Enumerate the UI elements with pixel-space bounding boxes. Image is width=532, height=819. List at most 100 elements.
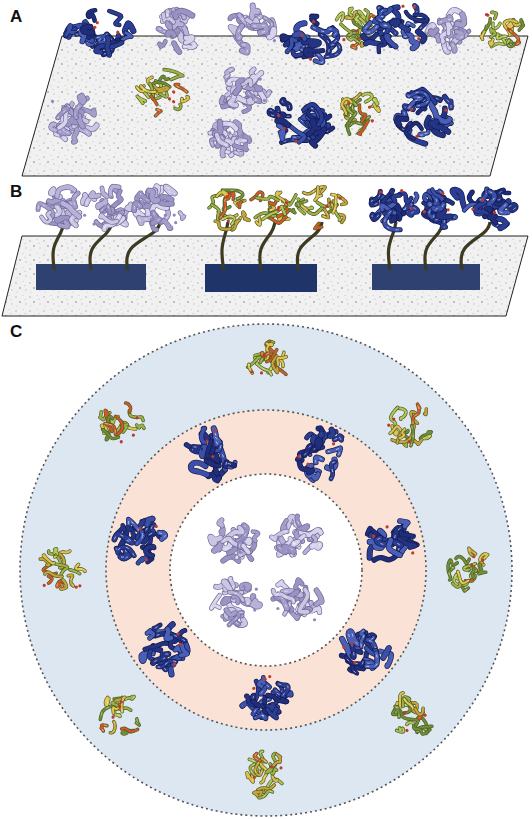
ribbon-outline (239, 43, 250, 54)
ribbon (279, 547, 294, 552)
ribbon (139, 546, 154, 563)
ribbon-outline (229, 612, 243, 625)
ribbon (292, 51, 301, 56)
residue-dot (96, 21, 99, 24)
ribbon-outline (405, 404, 425, 424)
ribbon (453, 190, 465, 208)
ribbon (312, 544, 320, 547)
residue-dot (173, 213, 176, 216)
ribbon-outline (408, 92, 429, 106)
ribbon-outline (174, 84, 188, 92)
ribbon (91, 193, 99, 196)
residue-dot (285, 201, 288, 204)
residue-dot (470, 564, 473, 567)
ribbon-outline (158, 28, 167, 32)
ribbon-outline (106, 722, 118, 734)
navy-protein (330, 621, 397, 686)
residue-dot (238, 551, 241, 554)
green-protein (380, 690, 437, 747)
ribbon-outline (276, 192, 286, 204)
ribbon-outline (41, 212, 50, 222)
ribbon-outline (385, 211, 401, 230)
ribbon-outline (296, 580, 302, 591)
residue-dot (295, 139, 298, 142)
ribbon (225, 69, 234, 77)
residue-dot (262, 354, 265, 357)
ribbon (329, 430, 334, 437)
ribbon (184, 35, 193, 44)
ribbon (332, 195, 336, 213)
ribbon-outline (277, 125, 283, 139)
ribbon (387, 539, 400, 557)
residue-dot (331, 442, 335, 446)
ribbon-outline (268, 709, 277, 718)
ribbon (180, 213, 184, 219)
ribbon-outline (431, 122, 448, 132)
ribbon (440, 22, 453, 41)
ribbon (354, 630, 369, 646)
ribbon-highlight (402, 699, 414, 711)
ribbon-outline (407, 33, 418, 49)
ribbon-highlight (314, 457, 322, 465)
ribbon (221, 528, 223, 534)
ribbon (231, 193, 234, 199)
ribbon-outline (341, 24, 352, 35)
ribbon-outline (256, 217, 260, 225)
ribbon (88, 10, 95, 20)
ribbon-outline (149, 96, 158, 104)
residue-dot (338, 197, 341, 200)
ribbon-outline (406, 123, 422, 139)
ribbon (134, 203, 140, 210)
linker-stem (425, 222, 443, 270)
ribbon-outline (341, 98, 353, 115)
ribbon-outline (273, 590, 293, 602)
ribbon-highlight (229, 592, 243, 600)
ribbon (149, 191, 158, 201)
ribbon-outline (162, 629, 173, 640)
ribbon (232, 220, 239, 229)
ribbon (363, 93, 373, 102)
ribbon (256, 196, 278, 200)
ribbon-highlight (149, 524, 155, 535)
ribbon-outline (217, 191, 228, 197)
ribbon-outline (352, 44, 358, 48)
residue-dot (471, 207, 474, 210)
residue-dot (245, 24, 249, 28)
ribbon (122, 33, 131, 40)
ribbon (268, 709, 277, 718)
ribbon-outline (257, 363, 272, 374)
residue-dot (425, 31, 429, 35)
ribbon (215, 135, 228, 147)
green-protein (251, 192, 296, 225)
residue-dot (92, 222, 95, 225)
navy-protein (66, 10, 133, 55)
residue-dot (235, 136, 240, 141)
ribbon-outline (354, 630, 369, 646)
residue-dot (444, 109, 447, 112)
ribbon-outline (304, 187, 326, 194)
ribbon (268, 110, 289, 118)
ribbon (312, 26, 336, 35)
ribbon-highlight (220, 195, 229, 218)
ribbon (387, 407, 406, 426)
residue-dot (472, 555, 475, 558)
ribbon (414, 436, 423, 445)
residue-dot (415, 135, 418, 138)
ribbon-outline (382, 648, 390, 658)
residue-dot (172, 100, 176, 104)
lav-protein (273, 580, 322, 622)
ribbon (497, 34, 506, 38)
green-protein (340, 91, 382, 137)
ribbon (328, 444, 342, 457)
ribbon-outline (206, 456, 220, 470)
ribbon-highlight (366, 653, 382, 670)
ribbon-outline (231, 193, 234, 199)
ribbon-outline (329, 430, 334, 437)
residue-dot (178, 642, 183, 647)
ribbon-outline (449, 567, 453, 580)
linker-stem (461, 222, 490, 270)
ribbon (256, 85, 261, 90)
ribbon (401, 530, 413, 539)
